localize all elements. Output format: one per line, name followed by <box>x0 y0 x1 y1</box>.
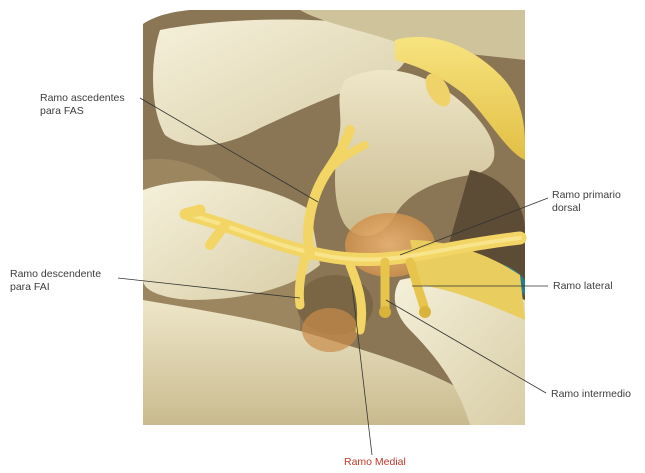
label-ramo-intermedio: Ramo intermedio <box>551 388 631 401</box>
label-ramo-ascendentes-line2: para FAS <box>40 105 125 118</box>
illustration-panel <box>143 10 525 425</box>
label-ramo-primario-line2: dorsal <box>552 202 621 215</box>
label-ramo-descendente-line2: para FAI <box>10 281 101 294</box>
label-ramo-medial: Ramo Medial <box>344 456 406 469</box>
label-ramo-ascendentes-line1: Ramo ascedentes <box>40 92 125 105</box>
label-ramo-descendente-line1: Ramo descendente <box>10 268 101 281</box>
label-ramo-primario: Ramo primario dorsal <box>552 189 621 215</box>
label-ramo-ascendentes: Ramo ascedentes para FAS <box>40 92 125 118</box>
label-ramo-primario-line1: Ramo primario <box>552 189 621 202</box>
label-ramo-lateral: Ramo lateral <box>553 280 613 293</box>
label-ramo-descendente: Ramo descendente para FAI <box>10 268 101 294</box>
